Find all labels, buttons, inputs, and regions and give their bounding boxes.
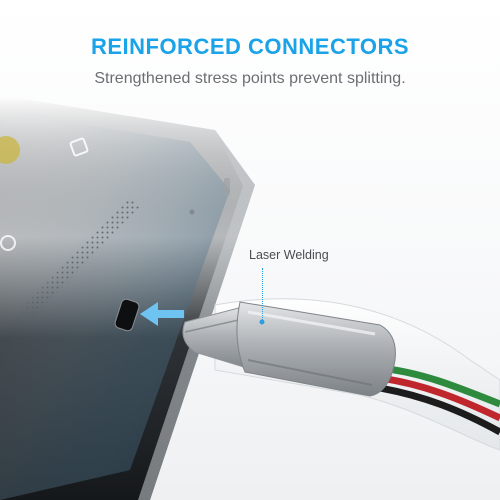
insert-arrow-icon [140, 302, 184, 326]
callout-leader-line [262, 268, 263, 320]
circle-button-icon [0, 235, 16, 251]
wire-black [379, 384, 500, 436]
subhead: Strengthened stress points prevent split… [94, 70, 406, 87]
headline: REINFORCED CONNECTORS [90, 34, 410, 59]
square-button-icon [69, 137, 89, 157]
callout-label: Laser Welding [249, 248, 329, 262]
usb-c-cable [182, 298, 500, 451]
usb-c-port [114, 298, 140, 332]
weld-point [259, 319, 265, 325]
wire-red [379, 374, 500, 422]
connector-housing [236, 301, 396, 397]
smartphone [0, 95, 255, 500]
speaker-grille [18, 198, 140, 322]
